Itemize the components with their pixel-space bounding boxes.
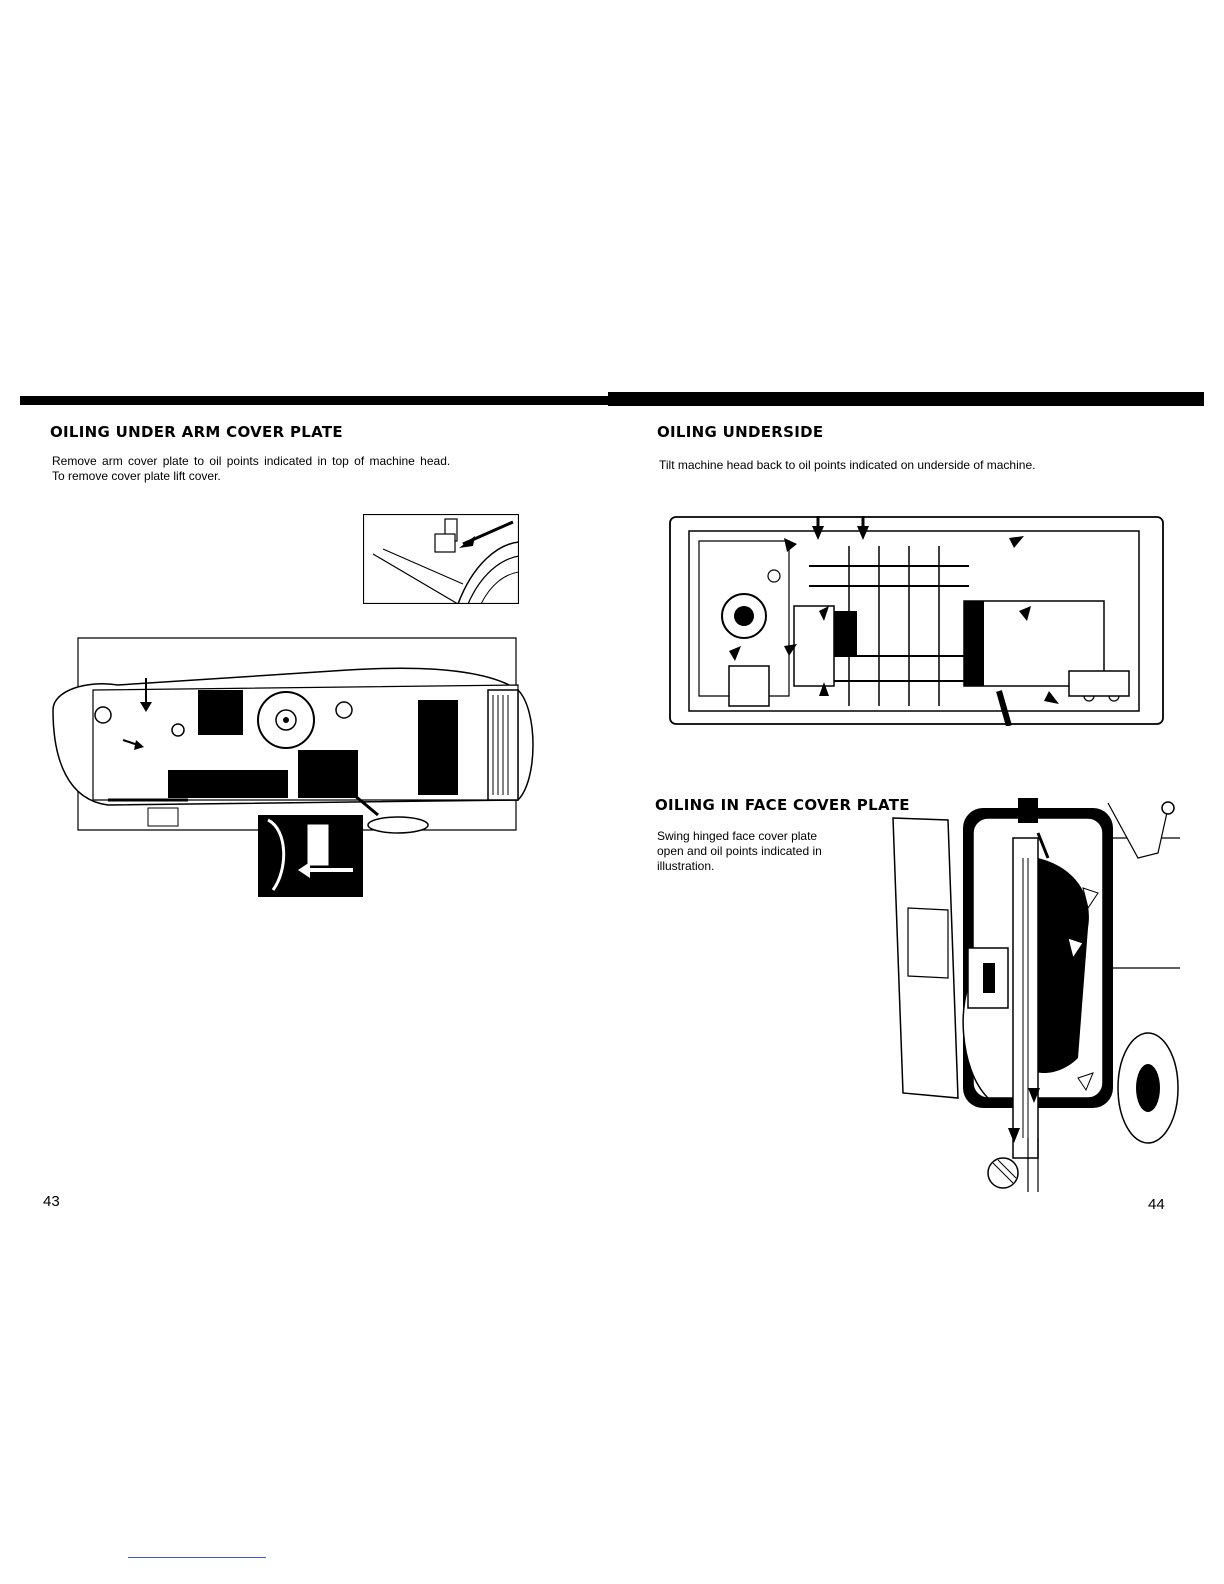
instruction-underside: Tilt machine head back to oil points ind… (659, 458, 1036, 472)
page-number-left: 43 (43, 1193, 60, 1210)
face-line-3: illustration. (657, 859, 715, 873)
top-rule-right (608, 392, 1204, 406)
face-line-1: Swing hinged face cover plate (657, 829, 818, 843)
instruction-line-2: To remove cover plate lift cover. (52, 469, 221, 483)
instruction-face-cover: Swing hinged face cover plate open and o… (657, 829, 857, 874)
machine-underside-illustration (669, 516, 1165, 726)
inset-cover-lift-illustration (363, 514, 519, 604)
heading-face-cover-plate: OILING IN FACE COVER PLATE (655, 796, 910, 814)
top-rule-left (20, 396, 610, 405)
bottom-link-underline (128, 1557, 266, 1558)
face-cover-illustration (888, 798, 1180, 1192)
instruction-line-1: Remove arm cover plate to oil points ind… (52, 454, 451, 468)
page-number-right: 44 (1148, 1196, 1165, 1213)
machine-arm-top-illustration (48, 630, 548, 905)
heading-oiling-underside: OILING UNDERSIDE (657, 423, 824, 441)
instruction-under-arm: Remove arm cover plate to oil points ind… (52, 454, 532, 484)
face-line-2: open and oil points indicated in (657, 844, 822, 858)
heading-under-arm-cover-plate: OILING UNDER ARM COVER PLATE (50, 423, 343, 441)
